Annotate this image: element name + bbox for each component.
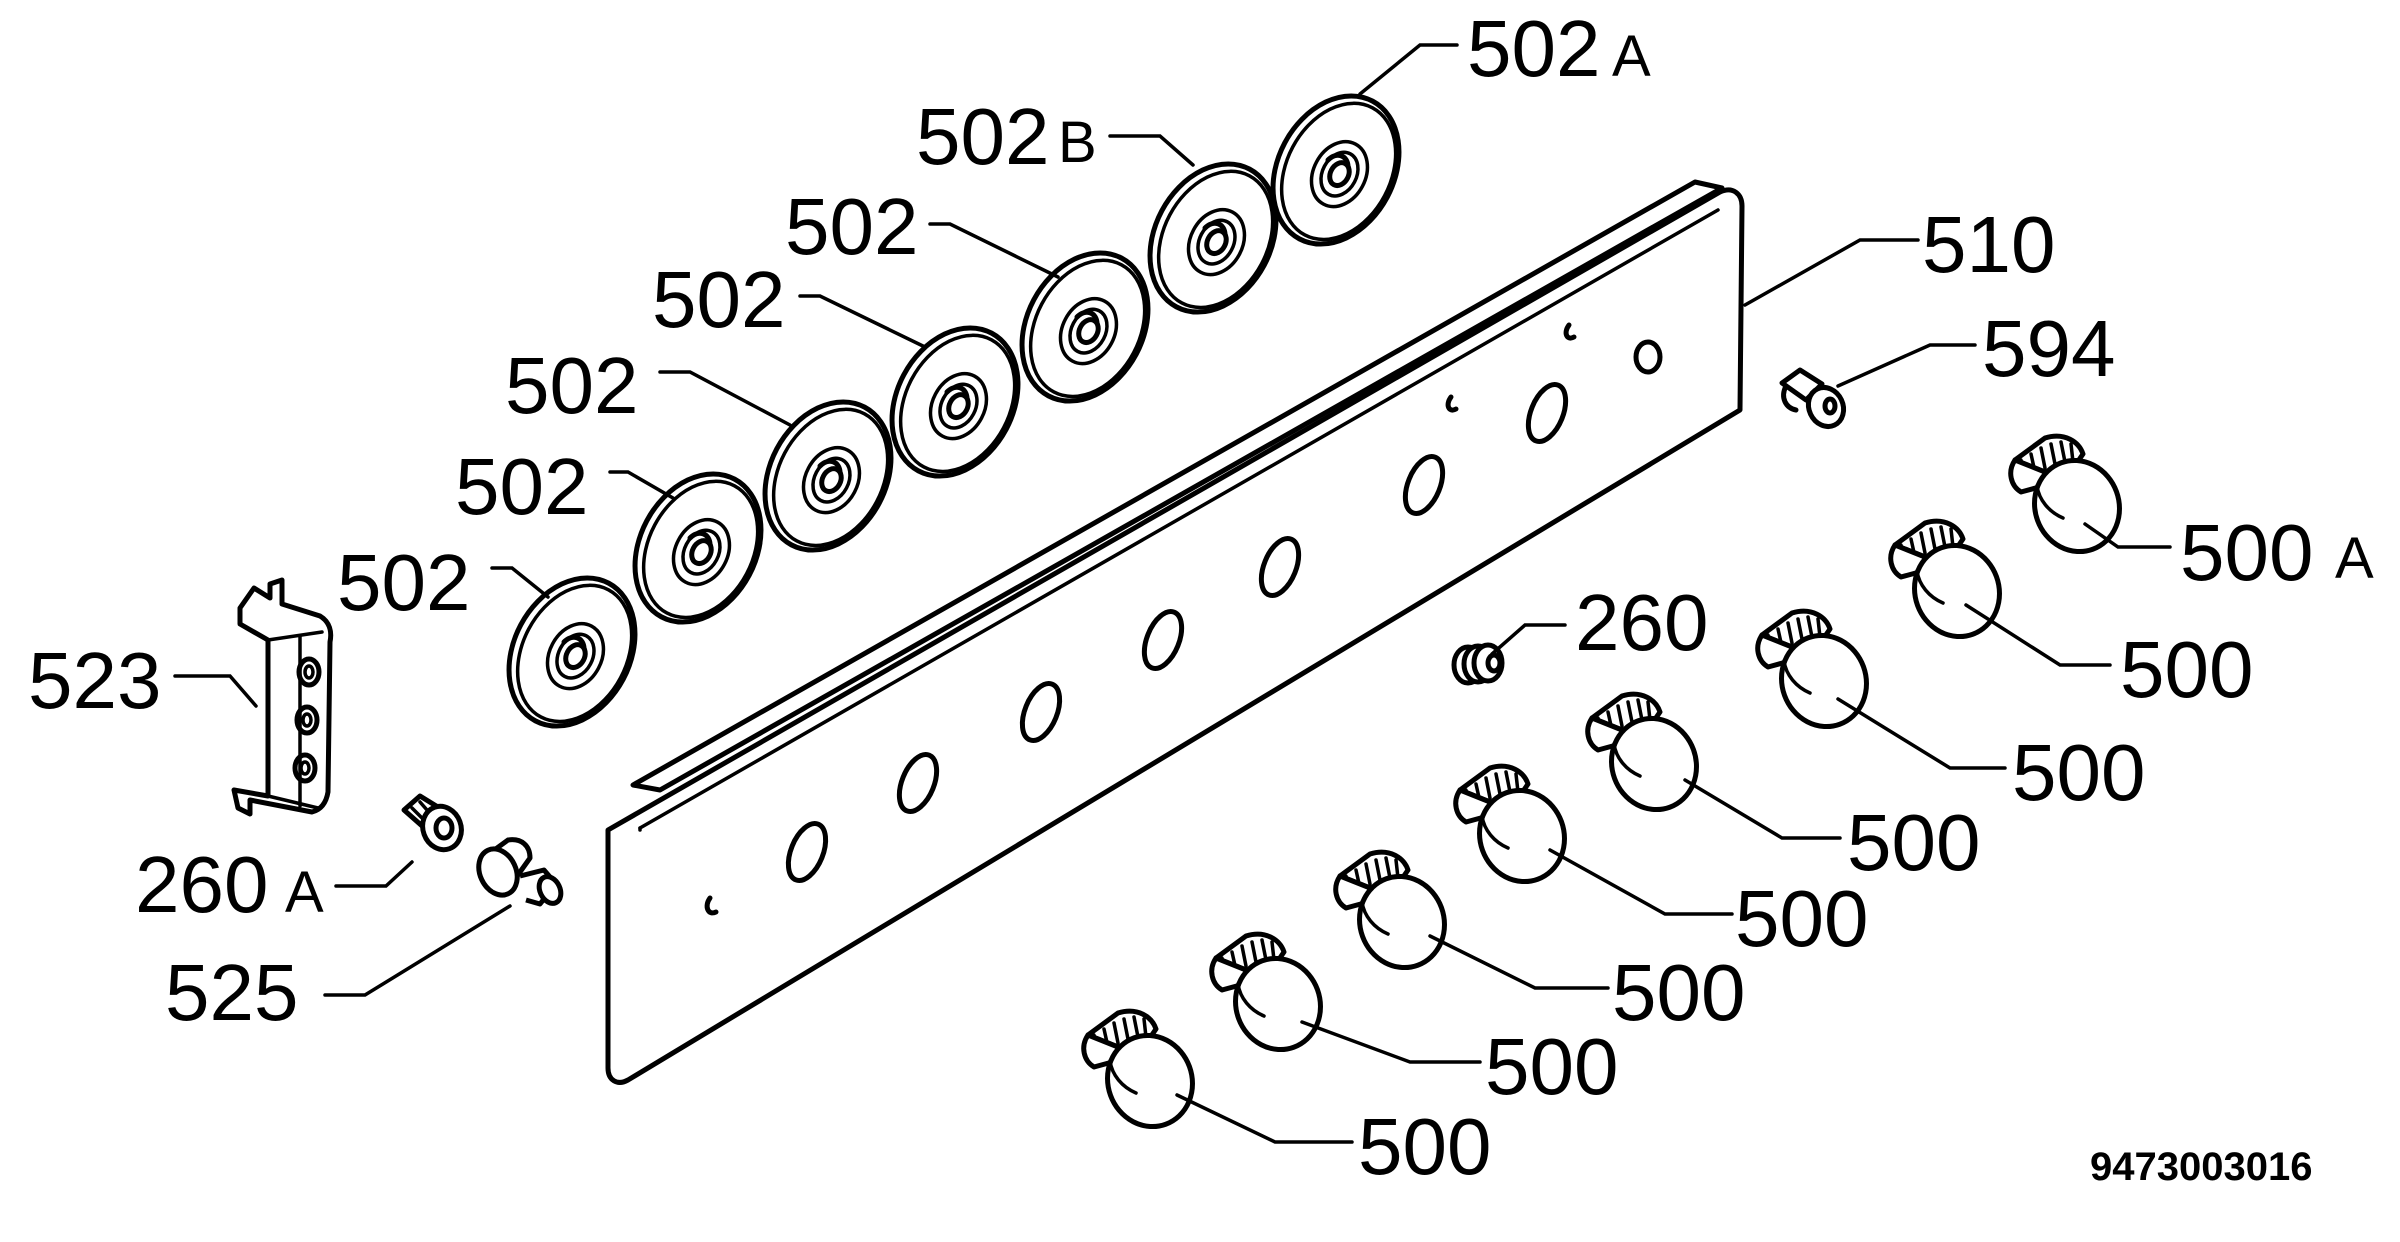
control-ring-502-4 [867,306,1043,498]
svg-text:A: A [2335,526,2374,591]
control-knob-500-3 [1588,694,1709,821]
control-panel [605,179,1745,1085]
leader-lines [173,43,2172,1144]
part-label-502a: 502 A [1467,4,1651,93]
part-label-502-2: 502 [455,442,588,531]
part-label-502-5: 502 [785,182,918,271]
part-label-502b: 502 B [916,92,1097,181]
part-label-500-4: 500 [1735,874,1868,963]
control-knob-500-4 [1456,766,1577,893]
svg-text:502: 502 [916,92,1049,181]
stud-525 [476,837,564,907]
part-label-500a: 500 A [2180,508,2374,597]
part-label-523: 523 [28,636,161,725]
part-label-260: 260 [1575,578,1708,667]
control-knob-500-2 [1758,611,1879,738]
part-label-510: 510 [1922,200,2055,289]
svg-text:500: 500 [2180,508,2313,597]
part-label-260a: 260 A [135,840,324,929]
part-label-594: 594 [1982,304,2115,393]
part-label-502-3: 502 [505,341,638,430]
control-ring-502-2 [610,452,786,644]
svg-text:A: A [1612,24,1651,89]
part-label-525: 525 [165,948,298,1037]
control-knob-500-7 [1084,1011,1205,1138]
svg-text:260: 260 [135,840,268,929]
control-knob-500-1 [1891,521,2012,648]
part-label-500-6: 500 [1485,1022,1618,1111]
control-knob-500-6 [1212,934,1333,1061]
svg-text:B: B [1058,110,1097,175]
control-ring-502-1 [484,556,660,748]
spring-260 [1451,642,1505,686]
part-label-502-4: 502 [652,255,785,344]
part-label-500-1: 500 [2120,625,2253,714]
part-label-500-7: 500 [1358,1102,1491,1191]
bracket-523 [231,577,334,817]
bush-260a [401,793,464,853]
control-knob-500-5 [1336,852,1457,979]
plug-594 [1779,367,1847,429]
document-number: 9473003016 [2090,1145,2312,1189]
part-label-500-3: 500 [1847,798,1980,887]
part-label-500-5: 500 [1612,948,1745,1037]
svg-text:A: A [285,860,324,925]
control-ring-502-3 [740,380,916,572]
svg-text:502: 502 [1467,4,1600,93]
part-label-500-2: 500 [2012,728,2145,817]
part-label-502-1: 502 [337,538,470,627]
